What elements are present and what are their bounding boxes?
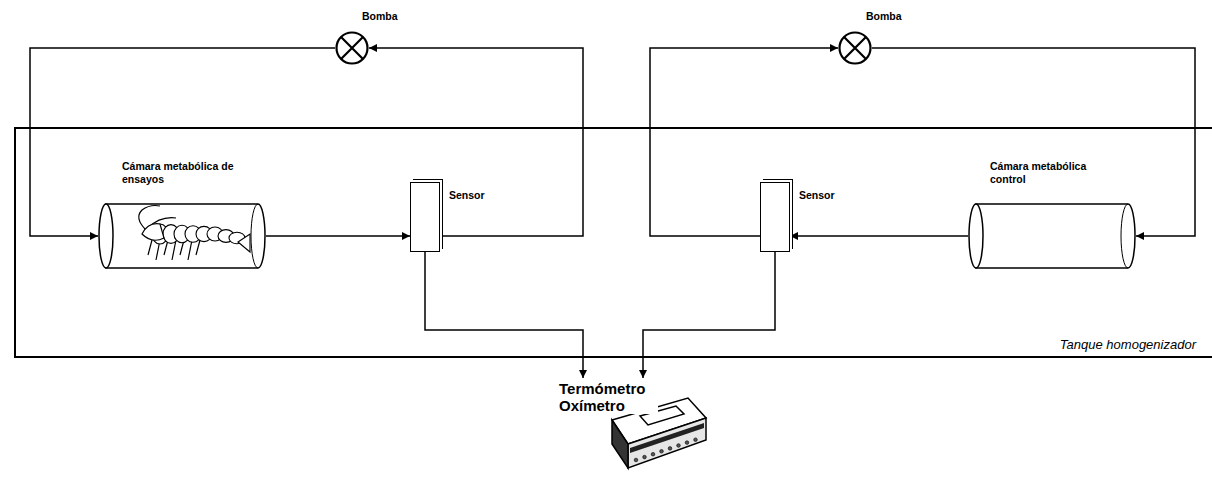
sensor-box: Sensor [410,182,440,252]
flow-arrow [650,48,838,236]
text-wrap: Bomba [362,6,422,24]
flow-arrow [643,252,775,378]
device-button [685,441,689,445]
device-button [651,452,655,456]
instrument-node: Termómetro Oxímetro [555,378,695,482]
tank-label: Tanque homogenizador [1060,337,1196,352]
text-wrap: Sensor [449,185,509,203]
tank-region: Cámara metabólica de ensayosSensor Sensor… [14,127,1212,358]
text-wrap: Sensor [799,185,859,203]
pump-symbol [838,31,872,65]
text-wrap: Cámara metabólica de ensayos [122,160,237,187]
chamber-label: Cámara metabólica control [990,160,1105,186]
flow-arrow [266,235,410,237]
pump-symbol: Bomba [335,31,369,65]
chamber-label: Cámara metabólica de ensayos [122,160,237,186]
device-button [677,444,681,448]
flow-arrow [369,48,583,236]
pump-symbol: Bomba [838,31,872,65]
device-button [694,438,698,442]
pump-label: Bomba [866,10,902,23]
sensor-box: Sensor [760,182,790,252]
flow-arrow [790,235,968,237]
pump-symbol [335,31,369,65]
metabolic-chamber: Cámara metabólica control [968,160,1136,272]
device-side [612,420,628,468]
metabolic-chamber: Cámara metabólica de ensayos [98,160,266,272]
shrimp-illustration [139,206,250,261]
text-wrap: Tanque homogenizador [1060,335,1196,353]
device-front [628,418,706,468]
device-strip [630,423,704,453]
sensor-label: Sensor [799,189,835,202]
text-wrap: Bomba [866,6,926,24]
pump-label: Bomba [362,10,398,23]
instrument-label: Termómetro Oxímetro [558,380,658,414]
device-button [668,447,672,451]
device-buttons [634,438,697,462]
device-button [643,455,647,459]
sensor-label: Sensor [449,189,485,202]
flow-arrow [425,252,583,378]
device-button [634,458,638,462]
text-wrap: Cámara metabólica control [990,160,1105,187]
device-button [660,450,664,454]
text-wrap: Termómetro Oxímetro [558,380,658,415]
